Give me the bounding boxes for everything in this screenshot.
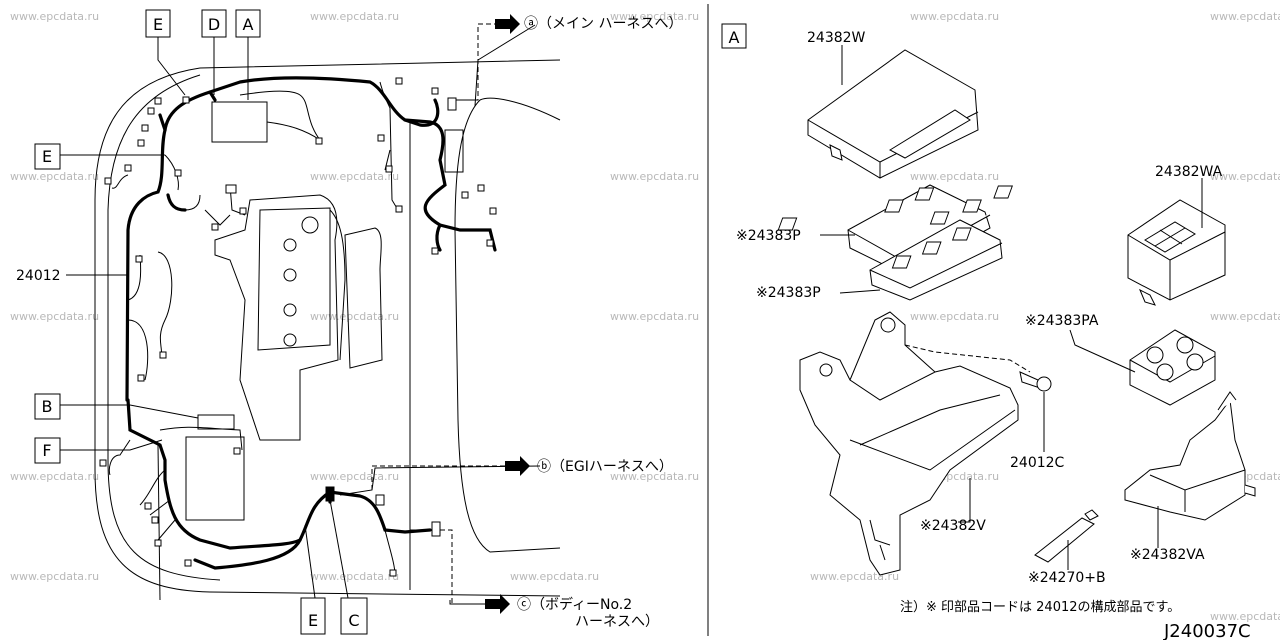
callout-box	[235, 9, 261, 38]
callout-bottom-c: C	[348, 611, 359, 630]
dashed-leaders	[371, 23, 505, 605]
arrow-right-icon	[495, 14, 520, 34]
callout-mid-e: E	[42, 147, 52, 166]
callout-b: B	[42, 397, 53, 416]
harness-c-label-line1: ⓒ（ボディーNo.2	[517, 596, 632, 613]
branch-wires	[108, 24, 541, 605]
watermark: www.epcdata.ru	[610, 470, 699, 483]
watermarks: www.epcdata.ru www.epcdata.ru www.epcdat…	[10, 10, 1280, 623]
footnote: 注）※ 印部品コードは 24012の構成部品です。	[900, 600, 1180, 615]
callout-box	[145, 9, 171, 38]
watermark: www.epcdata.ru	[610, 10, 699, 23]
engine-block	[214, 194, 339, 441]
watermark: www.epcdata.ru	[910, 170, 999, 183]
section-label: A	[729, 28, 740, 47]
watermark: www.epcdata.ru	[310, 310, 399, 323]
callout-box	[300, 597, 326, 635]
harness-a-label: ⓐ（メイン ハーネスへ）	[524, 16, 682, 32]
bolt	[1019, 371, 1052, 392]
watermark: www.epcdata.ru	[910, 310, 999, 323]
engine-plug	[283, 238, 297, 252]
engine-plug	[301, 216, 319, 234]
watermark: www.epcdata.ru	[810, 570, 899, 583]
watermark: www.epcdata.ru	[10, 570, 99, 583]
intake-manifold	[344, 227, 383, 369]
callout-leaders	[60, 37, 249, 451]
watermark: www.epcdata.ru	[1210, 170, 1280, 183]
part-labels: 24382W 24382WA ※24383P ※24383P ※24383PA …	[736, 30, 1223, 586]
engine-plug	[283, 268, 297, 282]
watermark: www.epcdata.ru	[1210, 610, 1280, 623]
watermark: www.epcdata.ru	[510, 570, 599, 583]
body-outline	[94, 59, 561, 597]
engine-head	[257, 207, 331, 351]
fuse-box-cover	[807, 49, 979, 179]
harness-b-label: ⓑ（EGIハーネスへ）	[537, 459, 673, 475]
part-label-24382wa: 24382WA	[1155, 164, 1223, 180]
part-label-24383p-1: ※24383P	[736, 228, 801, 244]
body-inner-outline	[107, 74, 221, 581]
callout-top-d: D	[208, 15, 220, 34]
arrow-right-icon	[485, 594, 510, 614]
callout-box	[34, 143, 61, 170]
watermark: www.epcdata.ru	[10, 310, 99, 323]
watermark: www.epcdata.ru	[610, 170, 699, 183]
part-label-24383pa: ※24383PA	[1025, 313, 1099, 329]
callout-f: F	[42, 441, 51, 460]
watermark: www.epcdata.ru	[610, 310, 699, 323]
callout-top-e: E	[153, 15, 163, 34]
harness-arrows	[485, 14, 530, 614]
part-label-24382v: ※24382V	[920, 518, 986, 534]
watermark: www.epcdata.ru	[1210, 10, 1280, 23]
callout-boxes	[34, 9, 368, 635]
harness-c-label-line2: ハーネスへ）	[575, 614, 659, 630]
engine-plug	[283, 333, 297, 347]
part-label-24382va: ※24382VA	[1130, 547, 1205, 563]
wiring-harness	[125, 76, 497, 570]
callout-bottom-e: E	[308, 611, 318, 630]
watermark: www.epcdata.ru	[10, 170, 99, 183]
connectors	[99, 77, 497, 577]
callout-box	[34, 393, 61, 420]
part-label-24382w: 24382W	[807, 30, 866, 46]
engine-edge	[329, 209, 346, 361]
fuse-holder-lower	[869, 219, 1003, 301]
relay-cover	[1127, 199, 1226, 306]
relay-box-b	[197, 414, 235, 430]
lower-cover	[1124, 391, 1256, 521]
figure-code: J240037C	[1163, 621, 1251, 640]
part-label-24012c: 24012C	[1010, 455, 1065, 471]
part-leaders	[820, 45, 1203, 570]
part-label-24270b: ※24270+B	[1028, 570, 1106, 586]
arrow-right-icon	[505, 456, 530, 476]
battery	[185, 436, 245, 521]
fuse-box-bracket	[799, 311, 1019, 576]
part-label-24012: 24012	[16, 268, 61, 284]
bolt-dashed-leader	[904, 344, 1031, 373]
watermark: www.epcdata.ru	[310, 570, 399, 583]
watermark: www.epcdata.ru	[310, 170, 399, 183]
callout-box	[34, 437, 61, 464]
fuse-box-a	[211, 101, 268, 143]
watermark: www.epcdata.ru	[310, 10, 399, 23]
section-box	[721, 23, 747, 49]
part-label-24383p-2: ※24383P	[756, 285, 821, 301]
fender-outline	[454, 97, 561, 553]
callout-box	[340, 597, 368, 635]
relay-holder	[1129, 329, 1216, 406]
watermark: www.epcdata.ru	[10, 470, 99, 483]
callout-letters: E D A E B F E C	[42, 15, 360, 630]
watermark: www.epcdata.ru	[10, 10, 99, 23]
wire-clip	[1034, 509, 1099, 563]
watermark: www.epcdata.ru	[1210, 310, 1280, 323]
connector-box	[444, 129, 464, 173]
exploded-parts	[777, 49, 1256, 576]
watermark: www.epcdata.ru	[910, 10, 999, 23]
engine-plug	[283, 303, 297, 317]
watermark: www.epcdata.ru	[310, 470, 399, 483]
callout-top-a: A	[243, 15, 254, 34]
callout-box	[201, 9, 227, 38]
